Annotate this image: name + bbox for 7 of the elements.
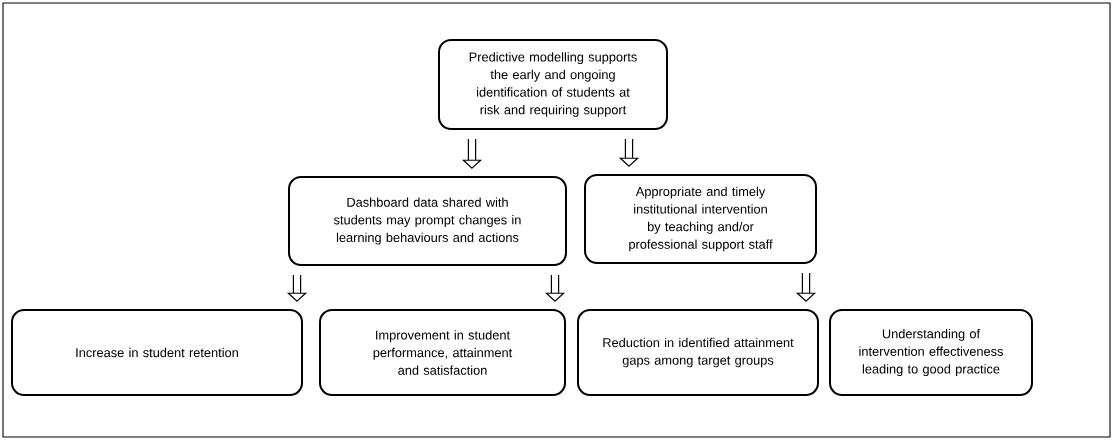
outcome-box: Dashboard data shared with students may prompt changes in learning behaviours and actions <box>288 176 567 266</box>
outcome-box: Improvement in student performance, attainment and satisfaction <box>319 309 566 396</box>
outcome-box: Predictive modelling supports the early and ongoing identification of students at risk and requiring support <box>438 39 668 130</box>
outcome-box: Understanding of intervention effectiveness leading to good practice <box>829 309 1033 396</box>
outcome-box: Reduction in identified attainment gaps among target groups <box>577 309 819 396</box>
outcome-box: Increase in student retention <box>11 309 303 396</box>
outcome-box: Appropriate and timely institutional intervention by teaching and/or professional support staff <box>584 174 817 264</box>
